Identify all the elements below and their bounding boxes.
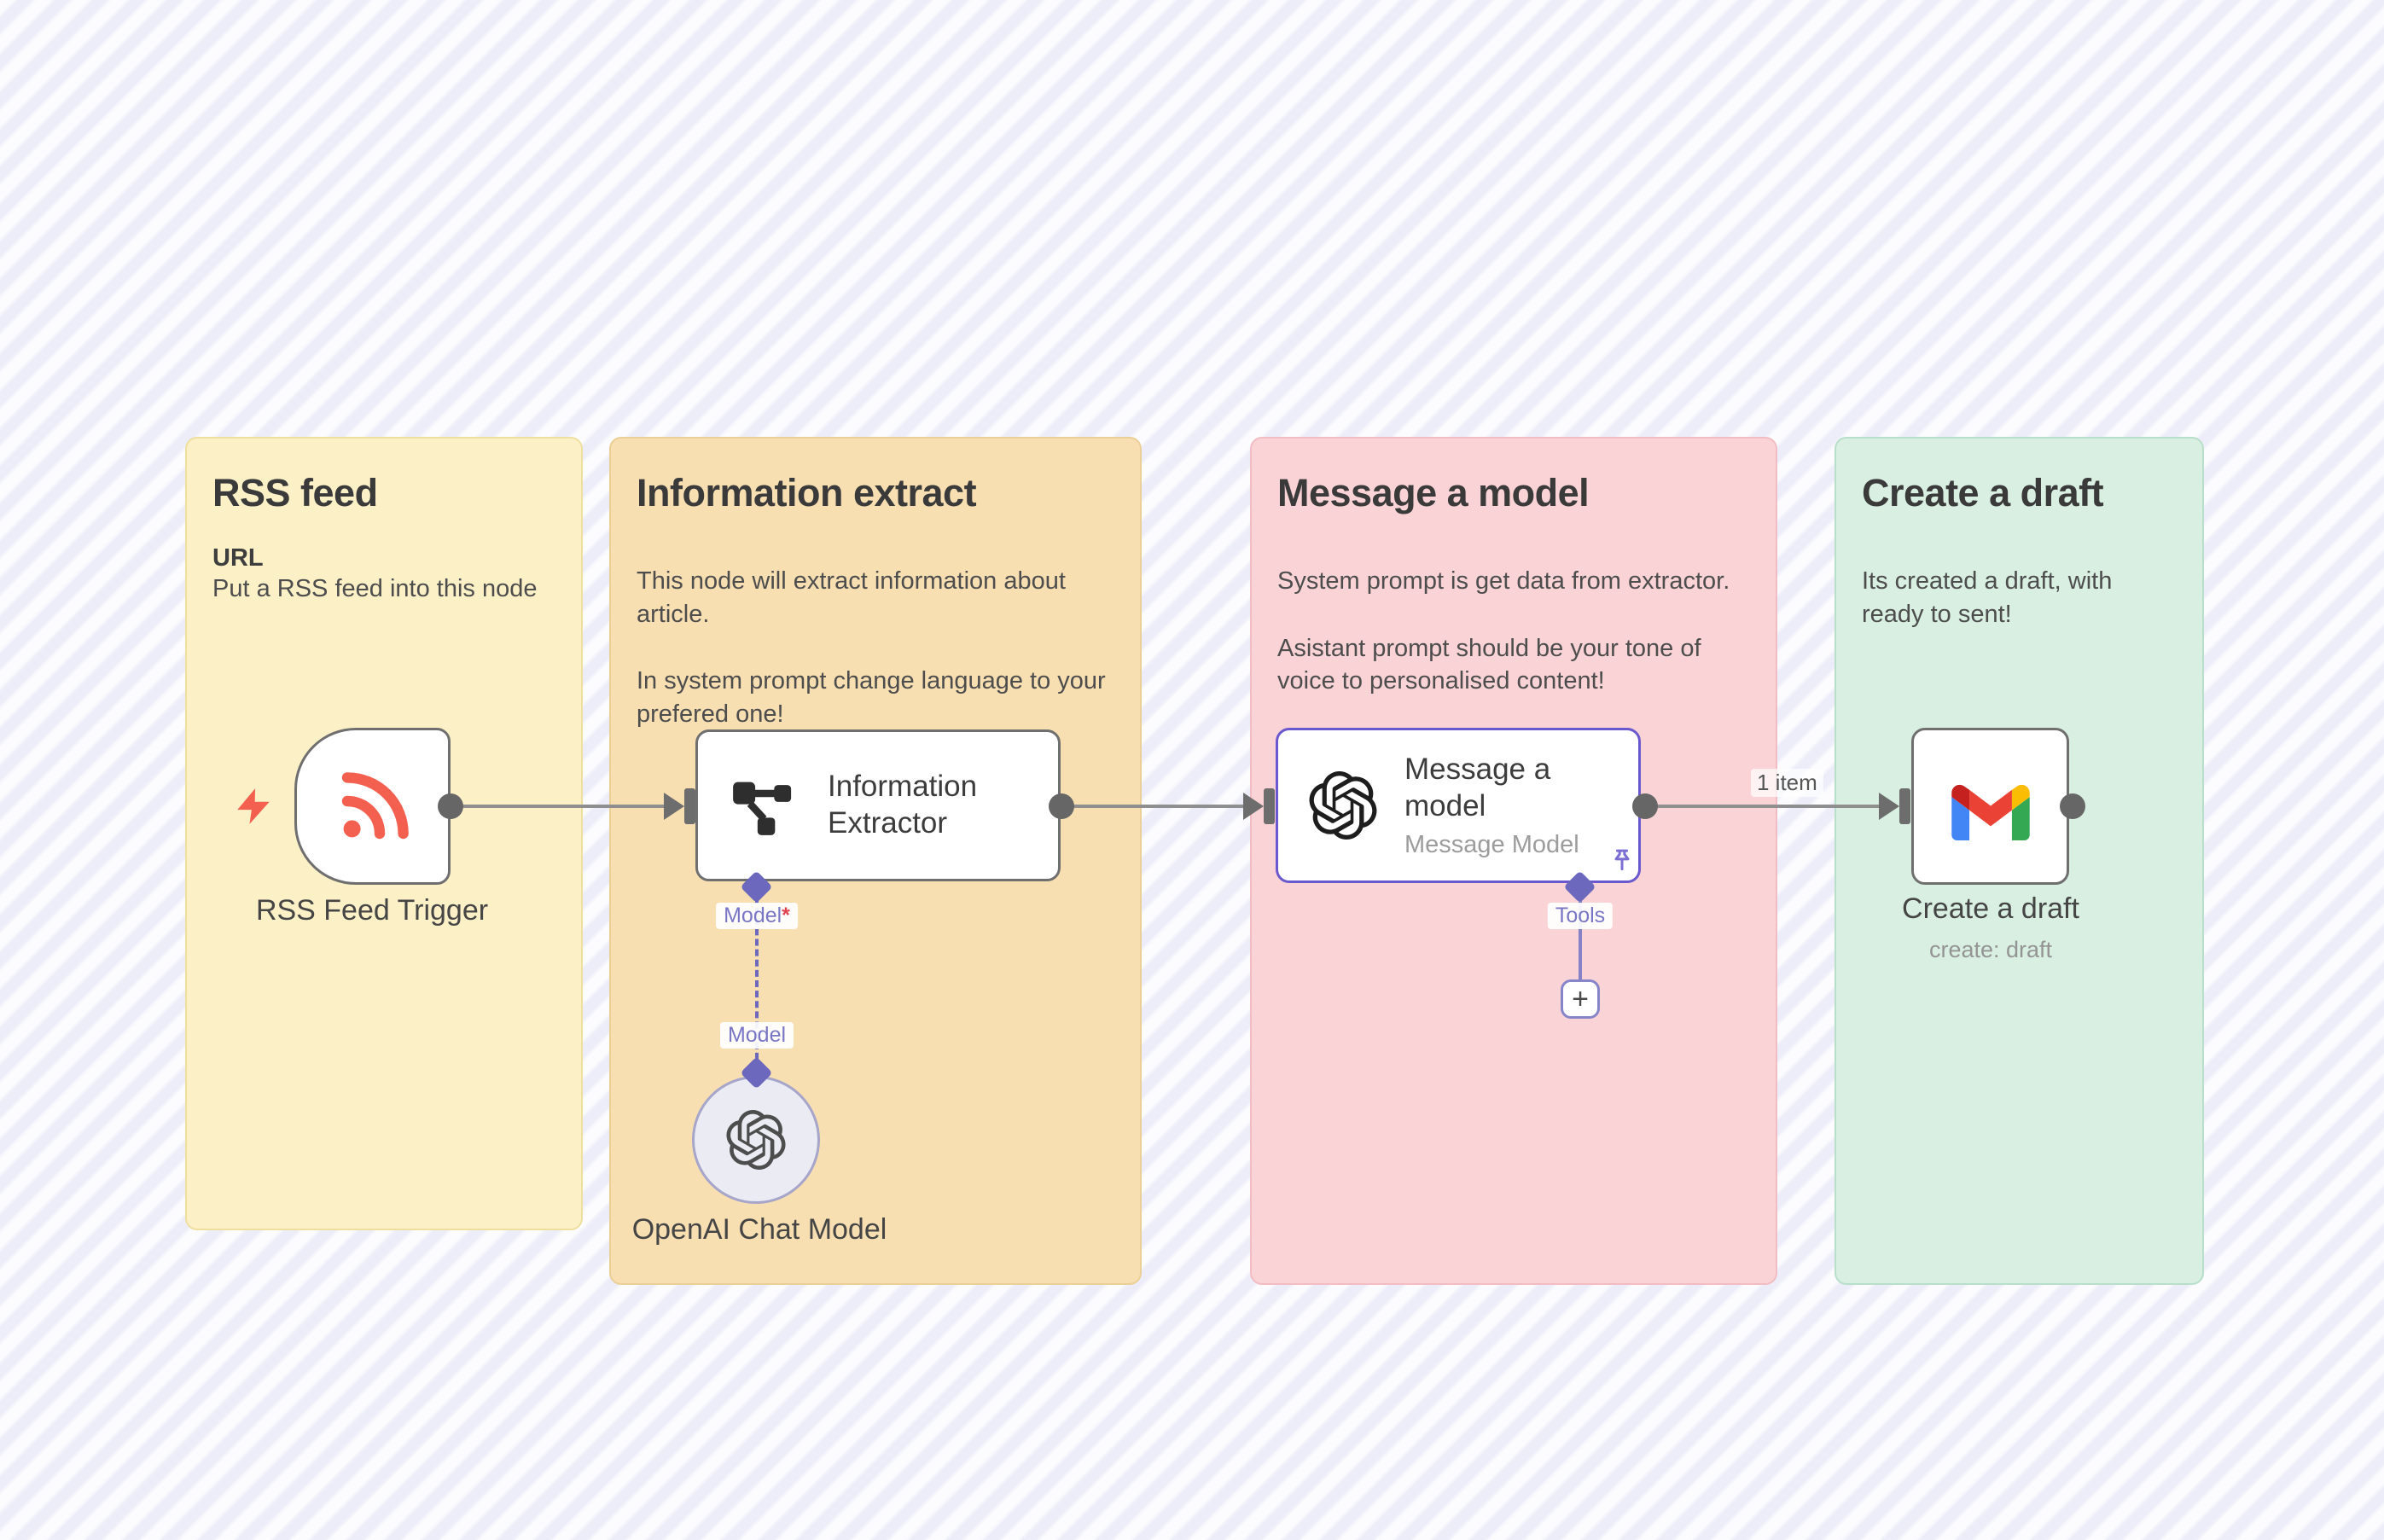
node-label-rss-feed-trigger: RSS Feed Trigger <box>255 894 489 927</box>
sticky-note-rss-feed[interactable]: RSS feed URL Put a RSS feed into this no… <box>185 437 583 1230</box>
note-text: Put a RSS feed into this node <box>212 575 538 602</box>
node-label-openai-chat-model: OpenAI Chat Model <box>631 1213 887 1246</box>
node-title: Message a model <box>1404 752 1551 822</box>
openai-icon <box>726 1110 786 1170</box>
items-count-badge: 1 item <box>1751 769 1823 797</box>
input-port[interactable] <box>684 788 695 824</box>
node-gmail-create-draft[interactable] <box>1911 728 2069 885</box>
node-information-extractor[interactable]: Information Extractor <box>695 729 1061 881</box>
input-port[interactable] <box>1264 788 1275 824</box>
trigger-zap-icon <box>237 788 270 824</box>
model-connection-dashed[interactable] <box>755 898 759 1070</box>
node-title: Information Extractor <box>828 770 978 840</box>
tools-connection-line[interactable] <box>1579 896 1582 981</box>
information-extractor-icon <box>733 782 792 835</box>
required-asterisk: * <box>782 904 790 927</box>
connection-rss-to-extractor[interactable] <box>451 805 667 808</box>
input-port[interactable] <box>1899 788 1910 824</box>
note-text: System prompt is get data from extractor… <box>1277 567 1730 595</box>
model-required-label: Model* <box>716 903 798 929</box>
connection-extractor-to-message[interactable] <box>1061 805 1245 808</box>
gmail-icon <box>1951 784 2030 840</box>
note-title: RSS feed <box>212 471 378 514</box>
node-rss-feed-trigger[interactable] <box>294 728 451 885</box>
output-port[interactable] <box>1049 793 1074 819</box>
note-text: Its created a draft, with ready to sent! <box>1862 567 2113 628</box>
note-title: Create a draft <box>1862 471 2104 514</box>
input-arrow-icon <box>1879 793 1899 820</box>
node-message-a-model[interactable]: Message a model Message Model <box>1276 728 1641 883</box>
input-arrow-icon <box>1243 793 1264 820</box>
rss-icon <box>341 772 409 840</box>
note-title: Message a model <box>1277 471 1590 514</box>
note-title: Information extract <box>637 471 977 514</box>
add-tool-button[interactable]: + <box>1561 979 1600 1019</box>
tools-label: Tools <box>1547 903 1614 929</box>
pin-icon <box>1614 849 1630 871</box>
output-port[interactable] <box>1632 793 1658 819</box>
note-text: In system prompt change language to your… <box>637 667 1106 728</box>
node-operation-label: create: draft <box>1928 937 2053 962</box>
model-label: Model <box>719 1022 794 1049</box>
node-openai-chat-model[interactable] <box>692 1076 820 1204</box>
output-port[interactable] <box>438 793 463 819</box>
openai-icon <box>1309 771 1377 840</box>
node-subtitle: Message Model <box>1404 831 1579 859</box>
note-field-label: URL <box>212 544 264 572</box>
node-label-create-a-draft: Create a draft <box>1902 892 2079 925</box>
input-arrow-icon <box>664 793 684 820</box>
connection-message-to-gmail[interactable] <box>1645 805 1881 808</box>
note-text: Asistant prompt should be your tone of v… <box>1277 634 1701 695</box>
note-text: This node will extract information about… <box>637 567 1066 628</box>
output-port[interactable] <box>2060 793 2085 819</box>
